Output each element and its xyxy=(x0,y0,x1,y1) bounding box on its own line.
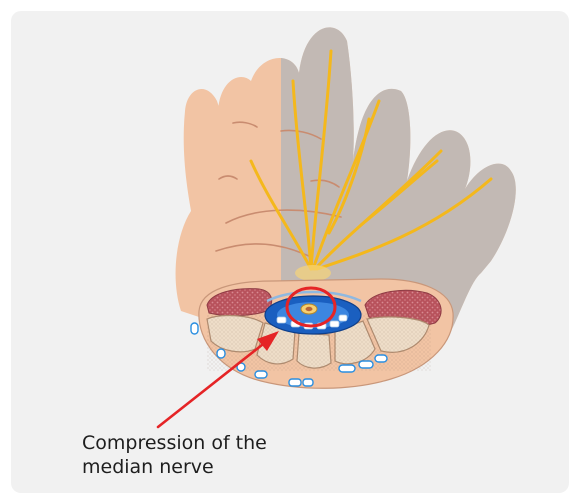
diagram-panel: Compression of the median nerve xyxy=(11,11,569,493)
nerve-core xyxy=(305,306,313,312)
pointer-arrow xyxy=(156,331,279,429)
annotation-line-1: Compression of the xyxy=(82,432,267,454)
nerve-glow xyxy=(295,265,331,281)
vessels xyxy=(190,322,388,387)
transverse-ligament xyxy=(266,290,362,303)
hand-carpal-tunnel-illustration xyxy=(156,27,516,429)
annotation-line-2: median nerve xyxy=(82,456,214,478)
median-nerve-branches xyxy=(249,49,493,271)
annotation-label: Compression of the median nerve xyxy=(82,431,267,479)
wrist-cross-section xyxy=(190,278,454,389)
thumb xyxy=(183,88,225,221)
compression-highlight-circle xyxy=(285,286,337,328)
